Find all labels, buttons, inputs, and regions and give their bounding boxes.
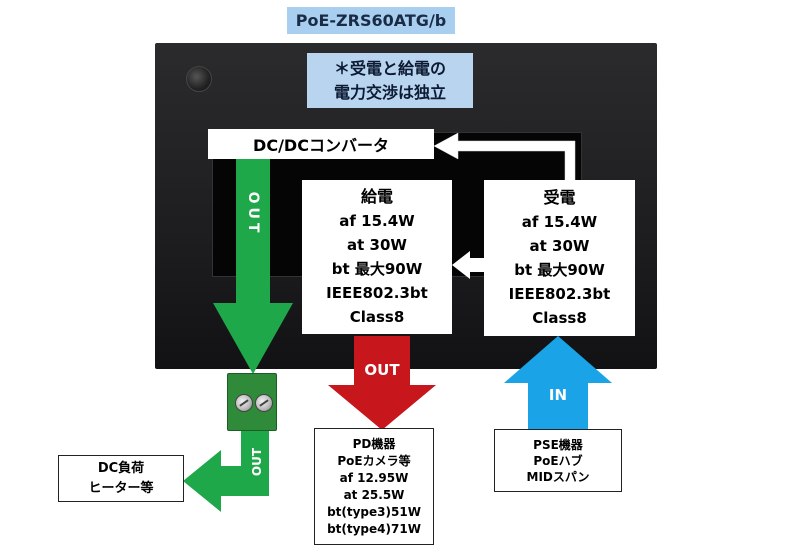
dc-load-line: DC負荷	[97, 460, 145, 476]
screw-icon	[186, 66, 212, 92]
receive-box: 受電 af 15.4W at 30W bt 最大90W IEEE802.3bt …	[484, 180, 635, 336]
pd-device-box: PD機器 PoEカメラ等 af 12.95W at 25.5W bt(type3…	[314, 428, 434, 545]
note-line-1: ＊受電と給電の	[333, 58, 446, 78]
dc-load-line: ヒーター等	[88, 480, 154, 496]
red-down-arrow-label: OUT	[364, 361, 400, 379]
pd-line: at 25.5W	[343, 487, 405, 502]
pd-line: bt(type4)71W	[327, 521, 421, 536]
model-title: PoE-ZRS60ATG/b	[287, 7, 455, 34]
supply-line: Class8	[349, 308, 405, 326]
green-side-arrow	[183, 431, 269, 512]
note-line-2: 電力交渉は独立	[333, 82, 446, 102]
receive-heading: 受電	[543, 188, 576, 207]
pd-line: bt(type3)51W	[327, 504, 421, 519]
blue-up-arrow	[504, 336, 612, 430]
green-side-arrow-label: OUT	[250, 447, 264, 476]
red-down-arrow	[328, 336, 436, 430]
terminal-block	[227, 373, 277, 431]
receive-line: Class8	[532, 309, 587, 327]
receive-line: at 30W	[529, 237, 590, 255]
supply-line: bt 最大90W	[331, 260, 423, 278]
pd-line: PoEカメラ等	[337, 453, 411, 468]
terminal-screw-icon	[255, 394, 273, 412]
green-down-arrow	[213, 159, 293, 374]
receive-line: bt 最大90W	[514, 261, 605, 279]
supply-line: at 30W	[347, 236, 407, 254]
negotiation-note: ＊受電と給電の 電力交渉は独立	[307, 53, 473, 108]
white-arrow-to-supply	[452, 251, 484, 279]
pse-line: PSE機器	[533, 437, 583, 452]
supply-box: 給電 af 15.4W at 30W bt 最大90W IEEE802.3bt …	[302, 180, 452, 334]
blue-up-arrow-label: IN	[549, 386, 567, 404]
receive-line: IEEE802.3bt	[508, 285, 611, 303]
supply-line: IEEE802.3bt	[326, 284, 428, 302]
terminal-screw-icon	[235, 394, 253, 412]
dcdc-converter-label: DC/DCコンバータ	[208, 129, 434, 159]
supply-line: af 15.4W	[339, 212, 415, 230]
receive-line: af 15.4W	[521, 213, 598, 231]
pse-device-box: PSE機器 PoEハブ MIDスパン	[494, 429, 622, 492]
supply-heading: 給電	[360, 187, 393, 206]
pd-line: PD機器	[352, 436, 396, 451]
pse-line: MIDスパン	[526, 469, 590, 484]
pse-line: PoEハブ	[533, 453, 583, 468]
white-arrow-to-dcdc	[433, 132, 576, 187]
dc-load-box: DC負荷 ヒーター等	[58, 455, 184, 502]
green-down-arrow-label: OUT	[245, 192, 261, 237]
pd-line: af 12.95W	[339, 470, 409, 485]
